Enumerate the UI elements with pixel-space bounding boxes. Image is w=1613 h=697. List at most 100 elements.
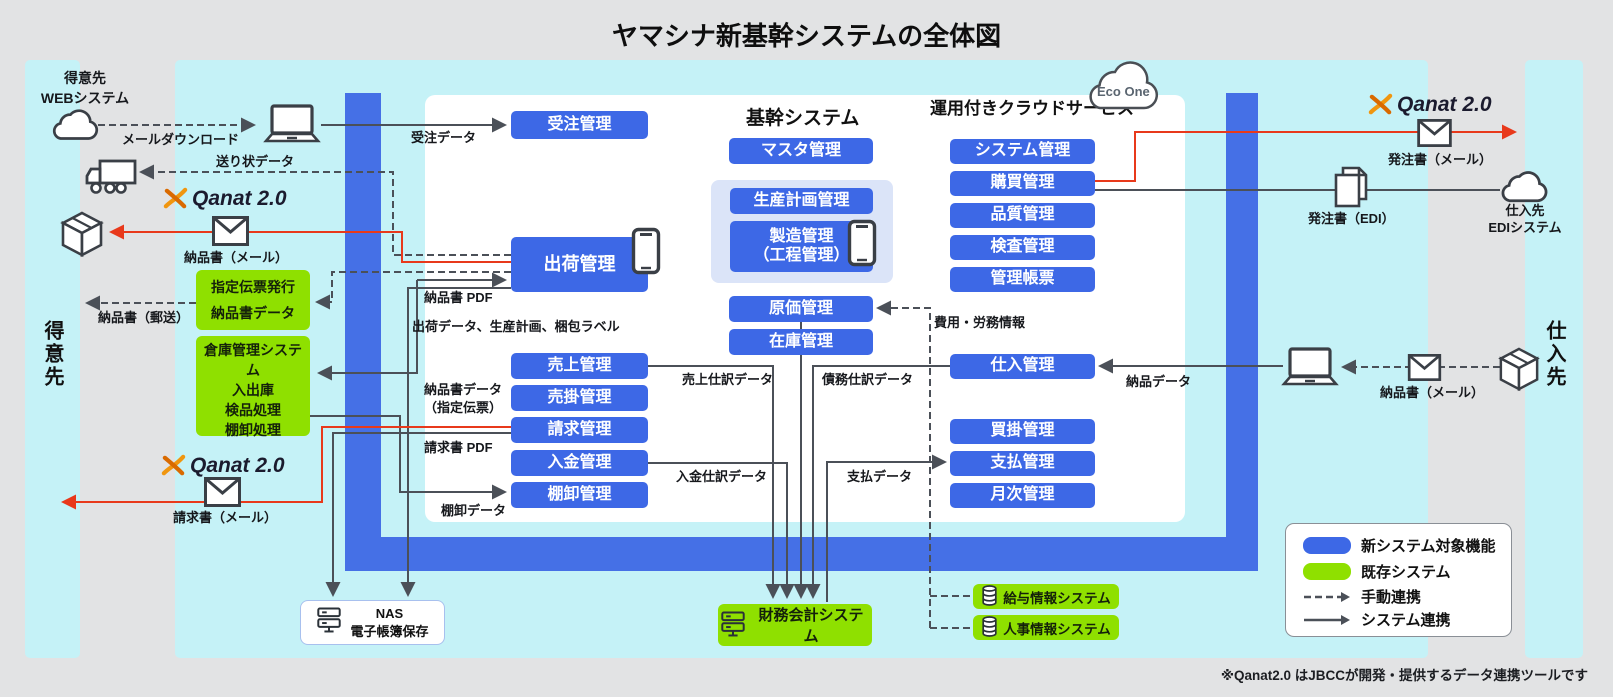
box-nas: NAS 電子帳簿保存 [300,600,445,645]
page-title: ヤマシナ新基幹システムの全体図 [611,21,1002,51]
qanat-logo-right-top: Qanat 2.0 [1368,92,1492,117]
nas-title: NAS [375,605,404,621]
legend: 新システム対象機能 既存システム 手動連携 システム連携 [1285,523,1512,637]
cloud-service-heading: 運用付きクラウドサービス [930,99,1134,118]
slip-data-line: 納品書データ [211,305,295,321]
box-order-mgmt: 受注管理 [511,111,648,139]
box-report-mgmt: 管理帳票 [950,267,1095,292]
qanat-x-icon [1368,93,1393,115]
mail-icon-po [1417,119,1452,152]
qanat-x-icon [163,187,188,209]
box-stock-mgmt: 在庫管理 [729,329,873,355]
box-inspection-mgmt: 検査管理 [950,235,1095,260]
qanat-logo-text: Qanat 2.0 [190,453,285,477]
box-warehouse-system: 倉庫管理システム 入出庫 検品処理 棚卸処理 [196,336,310,438]
flow-label-billing-mail: 請求書（メール） [173,510,278,525]
payroll-label: 給与情報システム [1003,590,1111,606]
flow-label-cost-labor: 費用・労務情報 [934,315,1026,330]
box-production-plan-mgmt: 生産計画管理 [730,188,873,214]
laptop-icon-supplier [1281,347,1339,394]
mail-icon-delivery-left [212,216,249,251]
flow-label-delivery-data: 納品データ [1126,374,1192,389]
flow-label-po-mail: 発注書（メール） [1388,152,1493,167]
new-system-bar-left [345,93,381,571]
smartphone-icon-shipping [631,227,661,280]
qanat-x-icon [161,454,186,476]
box-inventory-count-mgmt: 棚卸管理 [511,482,648,508]
box-sales-mgmt: 売上管理 [511,353,648,379]
box-master-mgmt: マスタ管理 [729,138,873,164]
server-icon [720,610,746,641]
box-slip-issue: 指定伝票発行 納品書データ [196,270,310,330]
legend-new-system-swatch [1303,537,1351,554]
flow-label-delivery-pdf: 納品書 PDF [424,290,493,305]
flow-label-billing-pdf: 請求書 PDF [424,440,493,455]
hr-label: 人事情報システム [1003,621,1111,637]
new-system-bar-right [1226,93,1258,571]
documents-icon-po-edi [1331,165,1369,214]
parcel-icon-supplier [1498,346,1540,397]
flow-label-delivery-mail-right: 納品書（メール） [1380,385,1485,400]
legend-manual-label: 手動連携 [1361,589,1422,606]
box-system-mgmt: システム管理 [950,139,1095,164]
warehouse-check: 検品処理 [225,402,281,418]
legend-system-label: システム連携 [1361,612,1451,629]
mail-icon-supplier-delivery [1407,354,1442,386]
legend-system-arrow-icon [1304,614,1350,625]
truck-icon [84,156,138,203]
slip-issue-line: 指定伝票発行 [211,279,295,295]
qanat-logo-text: Qanat 2.0 [1397,92,1492,116]
box-payable-mgmt: 買掛管理 [950,419,1095,444]
financial-accounting-label: 財務会計システム [758,607,864,645]
flow-label-ship-data: 出荷データ、生産計画、梱包ラベル [412,319,620,334]
customer-cloud-icon [48,104,102,151]
qanat-logo-text: Qanat 2.0 [192,186,287,210]
flow-label-debt-journal: 債務仕訳データ [822,372,914,387]
core-system-heading: 基幹システム [746,108,860,129]
flow-label-po-edi: 発注書（EDI） [1308,211,1395,226]
flow-label-payment-data: 支払データ [847,469,913,484]
box-purchase-mgmt: 仕入管理 [950,354,1095,379]
legend-existing-swatch [1303,563,1351,580]
database-icon [981,584,998,609]
box-purchasing-mgmt: 購買管理 [950,171,1095,196]
box-payment-mgmt: 支払管理 [950,451,1095,476]
flow-label-invoice-slip: 送り状データ [216,154,295,169]
flow-label-delivery-slip-data: 納品書データ （指定伝票） [424,382,503,416]
customer-web-label: 得意先 WEBシステム [40,70,130,106]
box-receivable-mgmt: 売掛管理 [511,385,648,411]
supplier-edi-label: 仕入先 EDIシステム [1488,203,1562,235]
customer-label: 得意先 [41,320,63,389]
nas-subtitle: 電子帳簿保存 [350,623,429,639]
qanat-logo-left-bottom: Qanat 2.0 [161,453,285,478]
warehouse-inout: 入出庫 [232,382,274,398]
flow-label-sales-journal: 売上仕訳データ [682,372,774,387]
box-financial-accounting: 財務会計システム [718,604,872,646]
box-billing-mgmt: 請求管理 [511,417,648,443]
flow-label-mail-download: メールダウンロード [122,132,240,147]
flow-label-inventory-data: 棚卸データ [441,503,507,518]
qanat-logo-left-top: Qanat 2.0 [163,186,287,211]
flow-label-order-data: 受注データ [411,130,477,145]
supplier-label: 仕入先 [1543,320,1565,389]
box-hr-system: 人事情報システム [973,615,1119,640]
box-quality-mgmt: 品質管理 [950,203,1095,228]
nas-server-icon [316,606,342,639]
legend-existing-label: 既存システム [1361,564,1451,581]
legend-manual-arrow-icon [1304,591,1350,602]
box-deposit-mgmt: 入金管理 [511,450,648,476]
qanat-footnote: ※Qanat2.0 はJBCCが開発・提供するデータ連携ツールです [1220,668,1588,683]
database-icon [981,615,998,640]
ecoone-cloud-icon: Eco One [1080,56,1164,120]
supplier-edi-cloud-icon [1496,166,1552,213]
box-shipping-mgmt: 出荷管理 [511,237,648,292]
smartphone-icon-manufacturing [847,219,877,272]
box-monthly-mgmt: 月次管理 [950,483,1095,508]
warehouse-count: 棚卸処理 [225,422,281,438]
flow-label-deposit-journal: 入金仕訳データ [676,469,768,484]
box-cost-mgmt: 原価管理 [729,296,873,322]
flow-label-delivery-post: 納品書（郵送） [98,310,190,325]
legend-new-system-label: 新システム対象機能 [1361,538,1496,555]
new-system-bar-bottom [345,537,1258,571]
